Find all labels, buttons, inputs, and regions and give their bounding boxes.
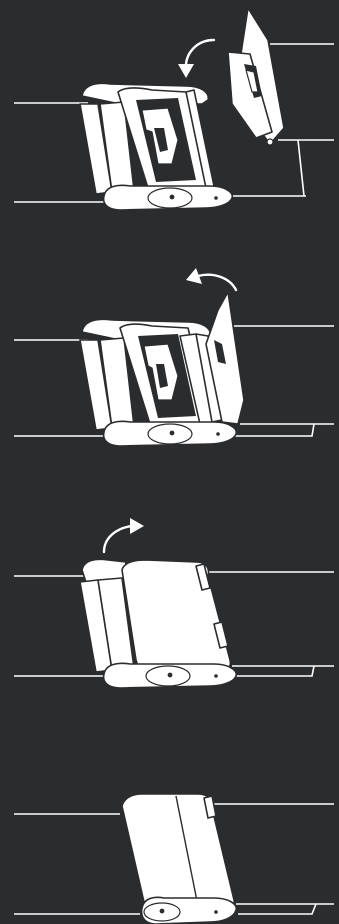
buckle-closing-icon [79,291,245,447]
lift-arrow-icon [178,38,216,78]
strap-icon [14,803,334,915]
step-2-closing-buckle [0,240,339,470]
buckle-flap-icon [79,558,237,689]
strap-icon [14,43,334,203]
step-1-illustration [14,7,334,211]
lift-arrow-icon [186,268,238,292]
strap-icon [14,571,334,677]
step-3-illustration [14,518,334,689]
strap-icon [14,325,334,437]
lift-arrow-icon [102,518,144,554]
step-4-illustration [14,793,334,924]
step-2-illustration [14,268,334,447]
step-4-closed-buckle [0,760,339,924]
buckle-closed-icon [121,793,237,924]
buckle-open-icon [79,82,233,211]
latch-plate-icon [227,7,285,146]
step-1-open-buckle [0,0,339,230]
step-3-flap-closed [0,500,339,700]
